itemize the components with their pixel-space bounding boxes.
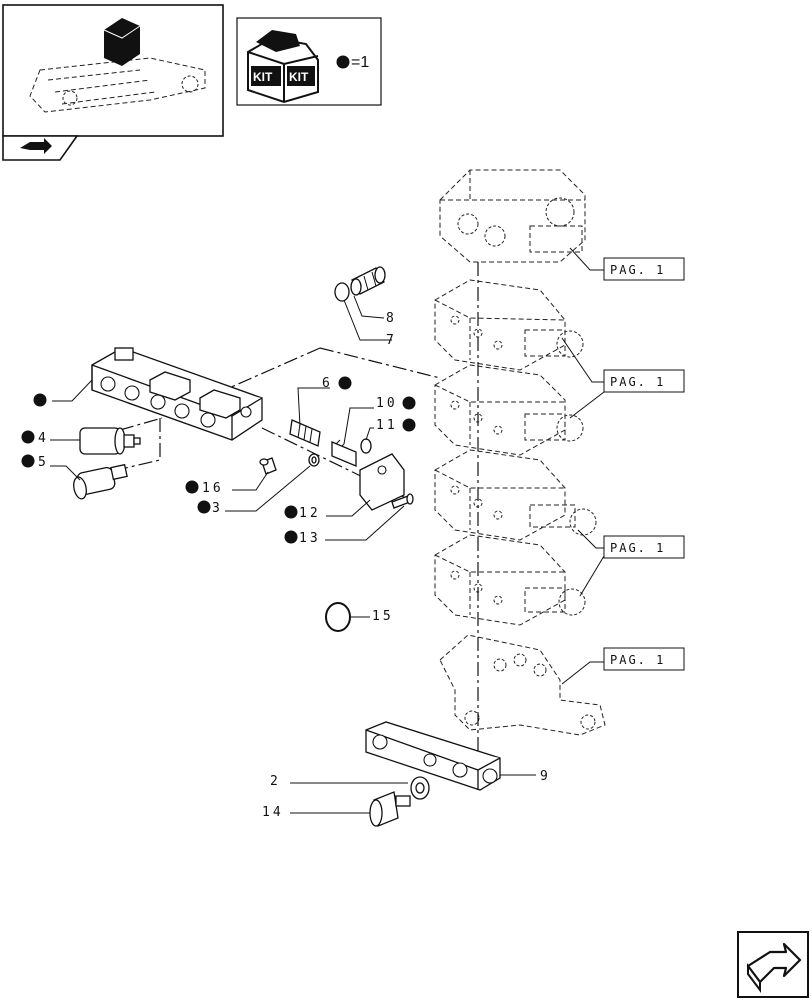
kit-bullet-icon	[21, 454, 35, 468]
callout-15: 15	[372, 609, 394, 624]
cap-part-8[interactable]	[350, 266, 386, 296]
banjo-bolt-part[interactable]	[369, 791, 411, 827]
callout-14: 14	[262, 805, 284, 820]
kit-bullet-icon	[284, 505, 298, 519]
small-screw-part[interactable]	[259, 457, 277, 475]
screw-part[interactable]	[391, 493, 414, 509]
previous-page-arrow-icon	[20, 138, 52, 154]
valve-section-3	[434, 449, 597, 541]
kit-bullet-icon	[336, 55, 350, 69]
plug-part[interactable]	[72, 463, 128, 500]
thumbnail-panel	[2, 4, 224, 137]
next-page-arrow-icon	[746, 942, 802, 993]
leader-lines	[50, 247, 605, 814]
seal-ring-part-11[interactable]	[360, 438, 372, 454]
kit-legend: KIT KIT =1	[236, 17, 382, 106]
callout-8: 8	[386, 311, 397, 326]
tractor-lift-cover-icon	[29, 18, 206, 113]
page-ref-label: PAG. 1	[610, 541, 665, 555]
callout-12: 12	[299, 506, 321, 521]
callout-7: 7	[386, 333, 397, 348]
callout-6: 6	[322, 376, 333, 391]
callout-3: 3	[212, 501, 223, 516]
callout-2: 2	[270, 774, 281, 789]
reference-valve-stack	[434, 169, 606, 736]
callout-4: 4	[38, 431, 49, 446]
kit-bullet-icon	[284, 530, 298, 544]
callout-5: 5	[38, 455, 49, 470]
kit-bullet-icon	[21, 430, 35, 444]
valve-body-part[interactable]	[91, 347, 263, 441]
page-ref-1[interactable]: PAG. 1	[603, 257, 685, 281]
kit-label-right: KIT	[289, 70, 309, 84]
callout-10: 10	[376, 396, 398, 411]
o-ring-part-7[interactable]	[334, 282, 350, 302]
kit-bullet-icon	[402, 396, 416, 410]
spring-part[interactable]	[331, 439, 357, 467]
callout-numbers: 8 7 6 10 11 4 5 16 3 12 13 15 2 14 9	[38, 311, 551, 820]
page-ref-3[interactable]: PAG. 1	[603, 535, 685, 559]
valve-section-2	[434, 364, 584, 456]
page-ref-4[interactable]: PAG. 1	[603, 647, 685, 671]
callout-11: 11	[376, 418, 398, 433]
kit-bullet-icon	[185, 480, 199, 494]
kit-bullet-icon	[33, 393, 47, 407]
callout-16: 16	[202, 481, 224, 496]
kit-label-left: KIT	[253, 70, 273, 84]
callout-13: 13	[299, 531, 321, 546]
kit-bullet-icon	[197, 500, 211, 514]
stud-part[interactable]	[289, 419, 321, 447]
valve-section-4	[434, 534, 586, 626]
page-ref-label: PAG. 1	[610, 375, 665, 389]
callout-9: 9	[540, 769, 551, 784]
kit-bullet-icon	[402, 418, 416, 432]
kit-legend-text: =1	[351, 54, 369, 71]
kit-bullet-icon	[338, 376, 352, 390]
washer-part-2[interactable]	[410, 776, 430, 800]
o-ring-part-15[interactable]	[325, 602, 351, 632]
page-ref-2[interactable]: PAG. 1	[603, 369, 685, 393]
page-ref-label: PAG. 1	[610, 263, 665, 277]
washer-part-3[interactable]	[308, 453, 320, 467]
kit-bullets	[21, 376, 416, 544]
cover-plate-part[interactable]	[359, 453, 405, 511]
previous-page-button[interactable]	[2, 135, 79, 161]
page-ref-label: PAG. 1	[610, 653, 665, 667]
next-page-button[interactable]	[737, 931, 809, 998]
valve-section-1	[434, 279, 584, 371]
bracket-part[interactable]	[365, 721, 501, 791]
solenoid-cartridge-part[interactable]	[79, 427, 141, 455]
kit-box-icon: KIT KIT	[247, 30, 319, 104]
